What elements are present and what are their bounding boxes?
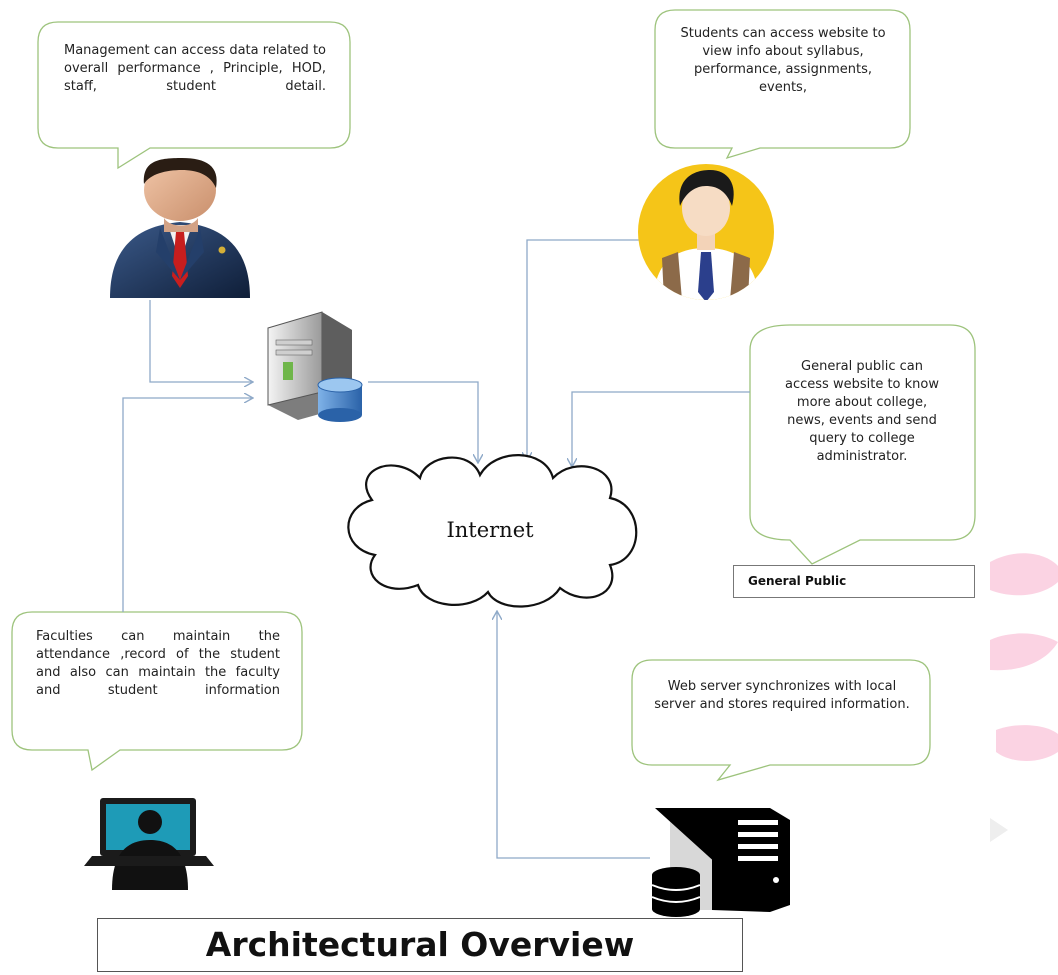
gray-decor-shape: [990, 818, 1008, 842]
pink-decor-shape-1: [990, 553, 1058, 596]
internet-label: Internet: [446, 518, 534, 542]
local-server-icon: [267, 311, 363, 422]
management-bubble-text: Management can access data related to ov…: [64, 43, 326, 94]
faculties-bubble-text: Faculties can maintain the attendance ,r…: [36, 629, 280, 698]
faculties-bubble: [11, 611, 303, 772]
title-box: Architectural Overview: [97, 918, 743, 972]
faculty-to-server-arrow: [122, 398, 252, 612]
internet-cloud-icon: [347, 454, 638, 608]
general-public-box: General Public: [733, 565, 975, 598]
webserver-bubble-text: Web server synchronizes with local serve…: [654, 679, 910, 712]
general-public-label: General Public: [748, 574, 847, 588]
web-server-icon: [651, 808, 790, 917]
webserver-to-internet-arrow: [497, 612, 650, 859]
students-bubble: [654, 9, 911, 160]
management-bubble: [37, 21, 351, 170]
public-bubble: [749, 324, 976, 565]
management-to-server-arrow: [149, 300, 252, 382]
faculty-laptop-icon: [84, 798, 214, 890]
student-avatar-icon: [638, 164, 774, 300]
management-person-icon: [110, 158, 250, 298]
public-bubble-text: General public can access website to kno…: [785, 359, 939, 464]
pink-decor-shape-2: [990, 633, 1058, 671]
server-to-internet-arrow: [368, 381, 478, 462]
webserver-bubble: [631, 659, 931, 782]
page-title: Architectural Overview: [205, 925, 635, 964]
student-to-internet-arrow: [527, 239, 648, 460]
pink-decor-shape-3: [996, 725, 1058, 761]
public-to-internet-arrow: [572, 391, 750, 466]
students-bubble-text: Students can access website to view info…: [680, 26, 886, 95]
